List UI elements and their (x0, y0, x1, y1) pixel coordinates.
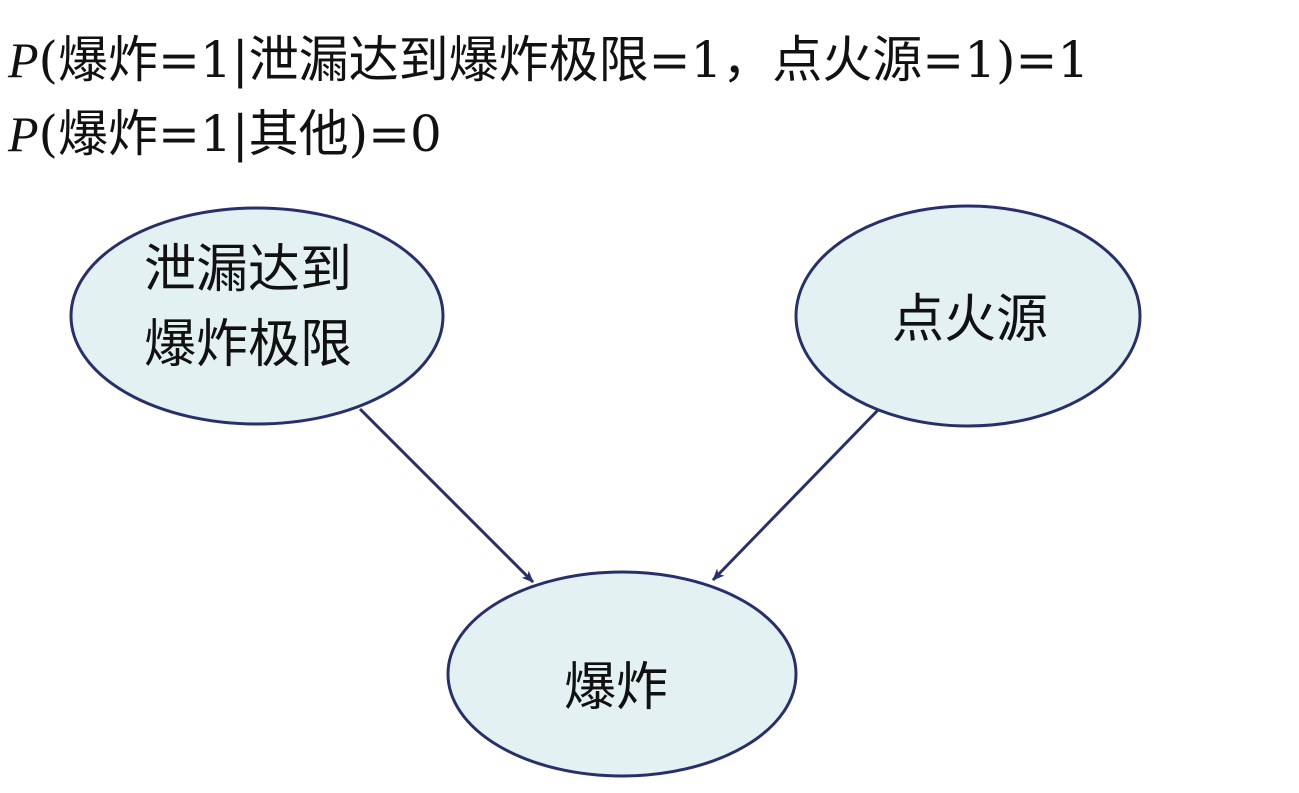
node-ignition-label: 点火源 (892, 290, 1048, 350)
node-leak-label-line1: 泄漏达到 (144, 240, 352, 300)
node-ignition-ellipse (794, 204, 1142, 428)
formula-explosion-other: P(爆炸=1|其他)=0 (8, 104, 442, 164)
edge-leak-to-explosion (358, 407, 535, 584)
node-explosion-ellipse (446, 570, 798, 778)
edge-ignition-to-explosion (711, 408, 880, 582)
node-leak-label-line2: 爆炸极限 (144, 315, 352, 375)
node-explosion-label: 爆炸 (564, 658, 668, 718)
formula-expression: (爆炸=1|其他)=0 (38, 105, 442, 163)
formula-variable-p: P (8, 32, 39, 88)
formula-variable-p: P (8, 106, 39, 162)
formula-expression: (爆炸=1|泄漏达到爆炸极限=1，点火源=1)=1 (38, 31, 1090, 89)
formula-explosion-condition: P(爆炸=1|泄漏达到爆炸极限=1，点火源=1)=1 (8, 30, 1089, 90)
node-leak-ellipse (69, 206, 445, 426)
